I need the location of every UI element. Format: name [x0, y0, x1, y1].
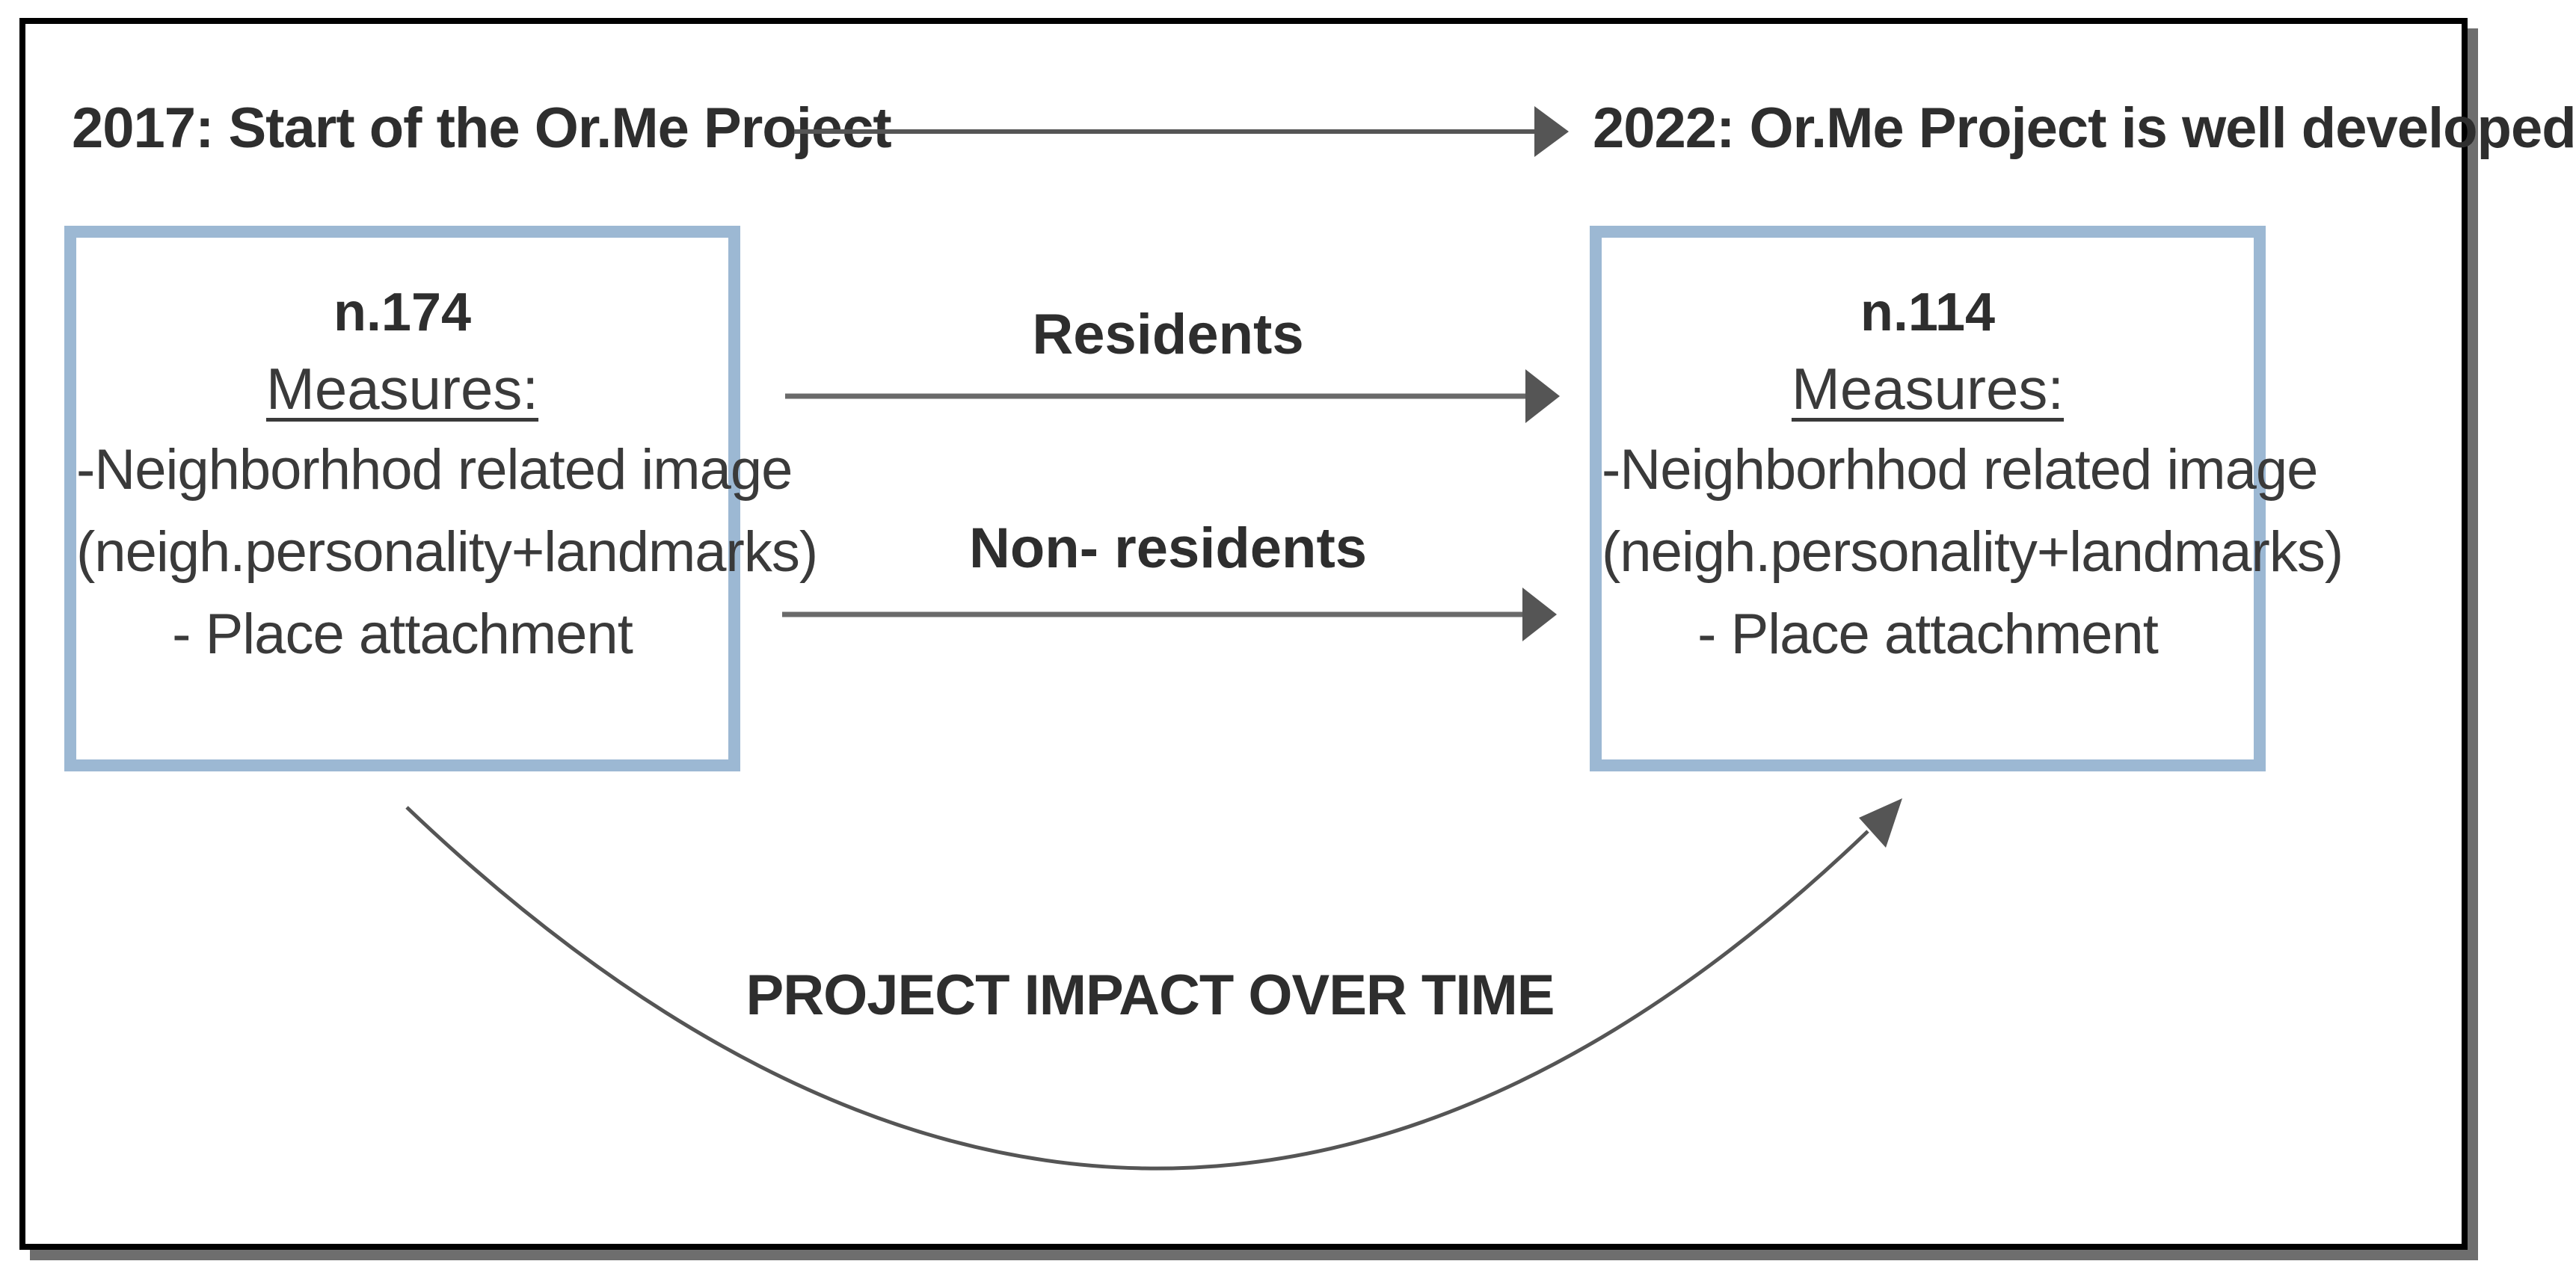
arrows-layer	[405, 106, 1902, 1171]
sample-size-2022: n.114	[1860, 283, 1996, 342]
residents-label: Residents	[1032, 303, 1304, 366]
box-2022: n.114 Measures: -Neighborhhod related im…	[1590, 226, 2343, 771]
sample-size-2017: n.174	[333, 283, 472, 342]
measure-image-2022: -Neighborhhod related image	[1602, 438, 2318, 502]
project-impact-curve	[405, 806, 1869, 1171]
measure-image-detail-2022: (neigh.personality+landmarks)	[1602, 520, 2343, 584]
residents-arrowhead	[1525, 369, 1560, 423]
project-impact-label: PROJECT IMPACT OVER TIME	[746, 964, 1555, 1027]
project-impact-arrowhead	[1859, 798, 1902, 848]
measures-label-2022: Measures:	[1791, 356, 2065, 422]
heading-2017: 2017: Start of the Or.Me Project	[72, 96, 892, 160]
timeline-arrowhead	[1534, 106, 1569, 157]
measure-image-detail-2017: (neigh.personality+landmarks)	[76, 520, 818, 584]
box-2017: n.174 Measures: -Neighborhhod related im…	[64, 226, 818, 771]
non-residents-arrowhead	[1522, 588, 1557, 641]
measure-attachment-2022: - Place attachment	[1697, 602, 2159, 666]
measure-attachment-2017: - Place attachment	[172, 602, 633, 666]
non-residents-label: Non- residents	[968, 517, 1368, 580]
heading-2022: 2022: Or.Me Project is well developed	[1593, 96, 2576, 160]
measure-image-2017: -Neighborhhod related image	[76, 438, 793, 502]
measures-label-2017: Measures:	[265, 356, 539, 422]
